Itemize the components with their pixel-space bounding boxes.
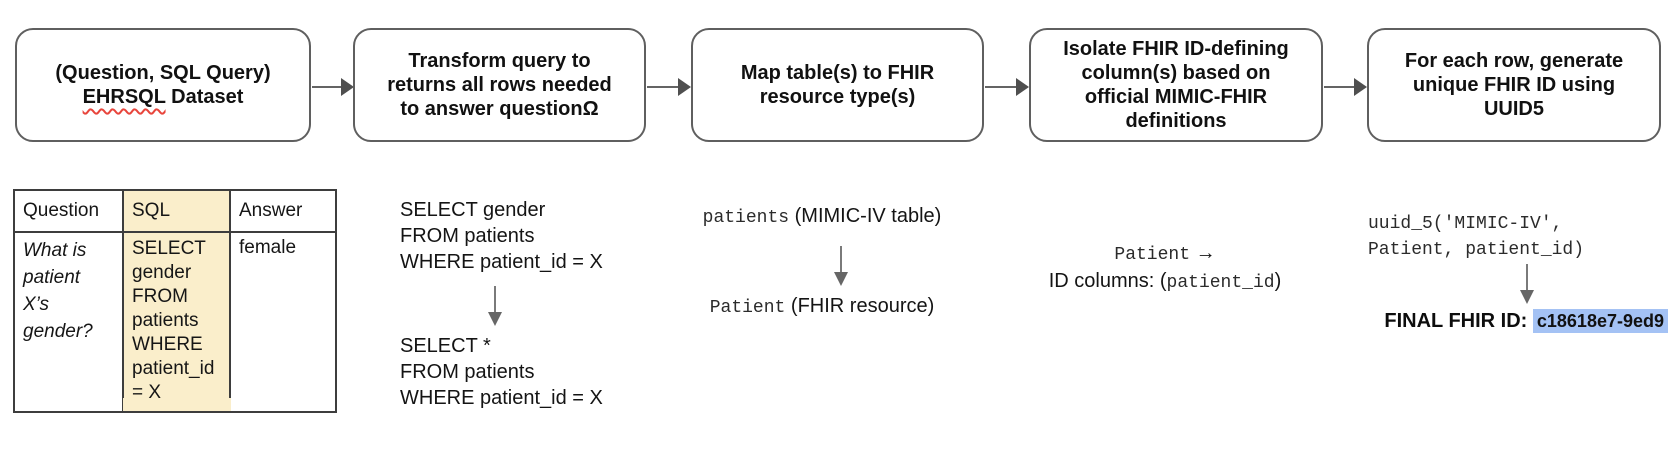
step-box-generate-uuid: For each row, generate unique FHIR ID us… bbox=[1367, 28, 1661, 142]
down-arrow-query-icon bbox=[489, 286, 500, 326]
flow-arrow-4-icon bbox=[1324, 78, 1367, 96]
step-box-isolate-id-columns: Isolate FHIR ID-defining column(s) based… bbox=[1029, 28, 1323, 142]
column-header-sql: SQL bbox=[122, 189, 231, 233]
final-fhir-id-line: FINAL FHIR ID: c18618e7-9ed9 bbox=[1368, 309, 1668, 333]
final-fhir-id-value: c18618e7-9ed9 bbox=[1532, 309, 1668, 333]
answer-cell: female bbox=[229, 231, 337, 413]
step-box-transform-query: Transform query to returns all rows need… bbox=[353, 28, 646, 142]
transformed-query-code: SELECT * FROM patients WHERE patient_id … bbox=[400, 335, 603, 409]
step-box-text: (Question, SQL Query) EHRSQL Dataset bbox=[55, 61, 270, 109]
question-cell: What is patient X’s gender? bbox=[13, 231, 124, 413]
column-header-answer: Answer bbox=[229, 189, 337, 233]
mimic-table-code: patients bbox=[702, 208, 790, 228]
step-box-text: Isolate FHIR ID-defining column(s) based… bbox=[1063, 38, 1289, 132]
table-header-row: Question SQL Answer bbox=[13, 189, 337, 233]
spellchecked-word: EHRSQL bbox=[82, 86, 166, 108]
down-arrow-uuid-icon bbox=[1521, 264, 1532, 304]
id-columns-label-close: ) bbox=[1274, 270, 1282, 292]
flow-arrow-1-icon bbox=[312, 78, 354, 96]
step-text-line: (Question, SQL Query) bbox=[55, 62, 271, 84]
flow-arrow-2-icon bbox=[647, 78, 691, 96]
step-text-word: Dataset bbox=[171, 86, 244, 108]
id-columns-label: ID columns: ( bbox=[1048, 270, 1167, 292]
fhir-resource-note: (FHIR resource) bbox=[790, 295, 935, 317]
step-box-ehrsql-dataset: (Question, SQL Query) EHRSQL Dataset bbox=[15, 28, 311, 142]
step-text-line: EHRSQL Dataset bbox=[55, 85, 270, 109]
step-box-text: Map table(s) to FHIR resource type(s) bbox=[740, 62, 935, 108]
mapping-source-line: patients (MIMIC-IV table) bbox=[657, 203, 987, 231]
resource-name-code: Patient bbox=[1114, 245, 1191, 265]
column-header-question: Question bbox=[13, 189, 124, 233]
id-columns-block: Patient → ID columns: (patient_id) bbox=[1000, 240, 1330, 296]
mimic-table-note: (MIMIC-IV table) bbox=[794, 205, 942, 227]
uuid5-call-code: uuid_5('MIMIC-IV', Patient, patient_id) bbox=[1368, 214, 1585, 260]
id-column-code: patient_id bbox=[1166, 273, 1275, 293]
id-columns-list-line: ID columns: (patient_id) bbox=[1000, 268, 1330, 296]
sql-cell: SELECT gender FROM patients WHERE patien… bbox=[122, 231, 231, 413]
flow-arrow-3-icon bbox=[985, 78, 1029, 96]
sql-column-highlight-overhang bbox=[123, 398, 231, 411]
step-box-text: For each row, generate unique FHIR ID us… bbox=[1404, 50, 1624, 120]
fhir-resource-code: Patient bbox=[709, 298, 786, 318]
step-box-map-tables: Map table(s) to FHIR resource type(s) bbox=[691, 28, 984, 142]
final-fhir-id-label: FINAL FHIR ID: bbox=[1384, 310, 1528, 332]
right-arrow-glyph-icon: → bbox=[1195, 242, 1216, 264]
example-qa-table: Question SQL Answer What is patient X’s … bbox=[13, 189, 337, 413]
original-query-code: SELECT gender FROM patients WHERE patien… bbox=[400, 199, 603, 273]
id-columns-resource-line: Patient → bbox=[1000, 240, 1330, 268]
step-box-text: Transform query to returns all rows need… bbox=[387, 50, 612, 120]
down-arrow-mapping-icon bbox=[835, 246, 846, 286]
mapping-target-line: Patient (FHIR resource) bbox=[657, 293, 987, 321]
table-row: What is patient X’s gender? SELECT gende… bbox=[13, 231, 337, 413]
